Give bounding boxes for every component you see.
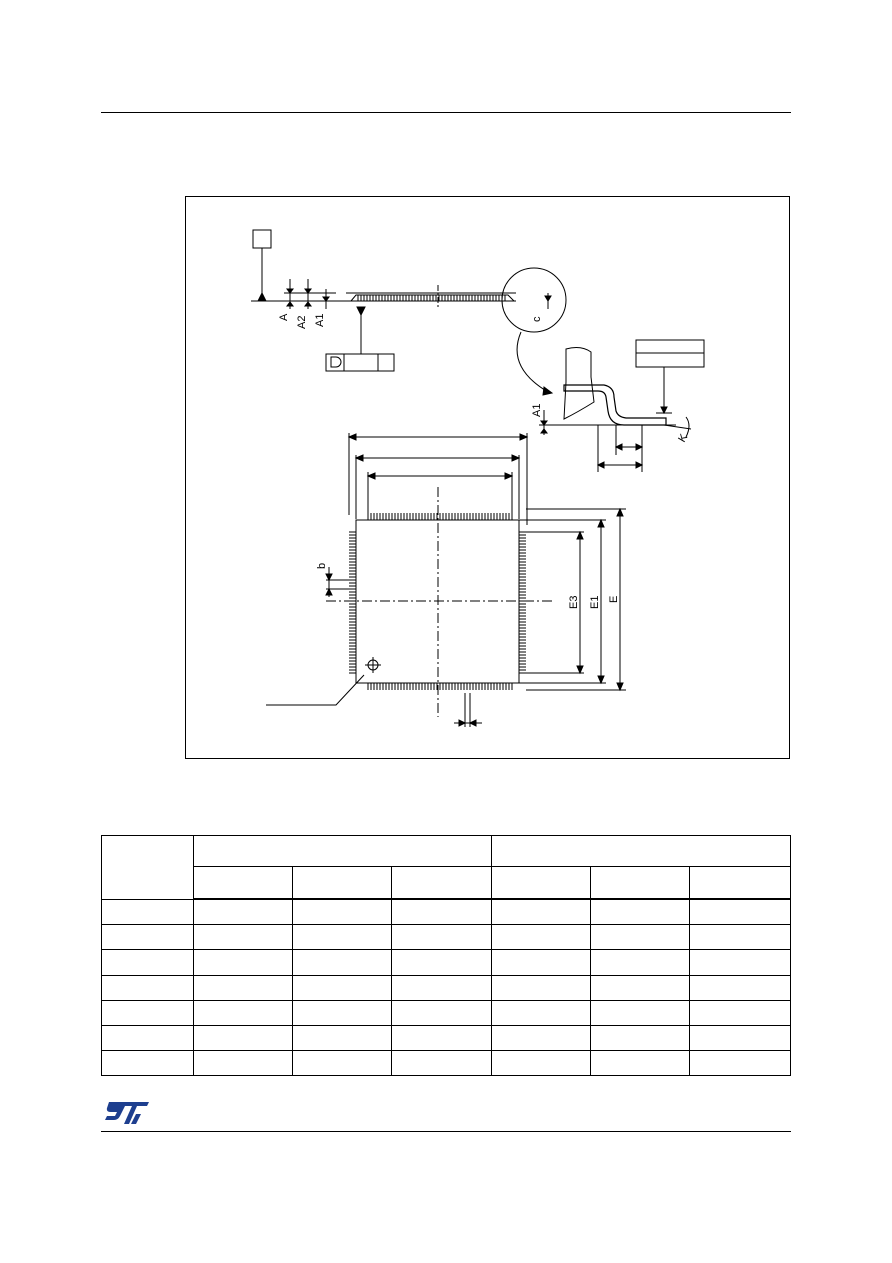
left-leads [349, 531, 356, 674]
seating-plane-icon [356, 306, 366, 317]
table-subheader-cell [391, 866, 492, 901]
table-subheader-cell [688, 866, 792, 901]
label-A2: A2 [296, 316, 308, 329]
table-row [100, 1049, 792, 1077]
label-E1: E1 [589, 596, 601, 609]
table-subheader-cell [589, 866, 690, 901]
top-leads [367, 513, 513, 520]
table-row [100, 1024, 792, 1051]
st-logo-icon [105, 1102, 149, 1124]
label-E: E [608, 596, 620, 603]
package-outline-figure: A A2 A1 c A1 K b E3 E1 E [185, 196, 790, 759]
header-rule [101, 112, 791, 113]
bottom-leads [367, 683, 513, 690]
label-A: A [278, 313, 290, 321]
table-header-group-1 [193, 834, 492, 868]
table-row [100, 924, 792, 951]
tolerance-frame [325, 353, 395, 372]
datum-box [252, 229, 272, 249]
table-header-group-2 [490, 834, 792, 868]
label-A1: A1 [314, 314, 326, 327]
table-subheader-row [102, 866, 792, 901]
table-subheader-cell [490, 866, 591, 901]
table-header-symbol [100, 835, 195, 900]
detail-circle [501, 267, 567, 333]
dimension-table [100, 834, 792, 1077]
table-row [100, 999, 792, 1026]
footer-rule [101, 1131, 791, 1132]
table-subheader-cell [193, 866, 294, 901]
table-header-row [100, 834, 792, 900]
label-E3: E3 [568, 596, 580, 609]
label-A1-detail: A1 [531, 404, 543, 417]
table-row [100, 974, 792, 1001]
label-b: b [316, 563, 328, 569]
datum-triangle-icon [257, 291, 267, 302]
table-row [100, 949, 792, 976]
label-c: c [531, 316, 543, 322]
package-outline-drawing: A A2 A1 c A1 K b E3 E1 E [251, 229, 705, 727]
side-view-leads [357, 295, 506, 301]
right-leads [519, 531, 526, 674]
label-K: K [676, 432, 690, 445]
table-row [100, 898, 792, 926]
table-subheader-cell [292, 866, 393, 901]
